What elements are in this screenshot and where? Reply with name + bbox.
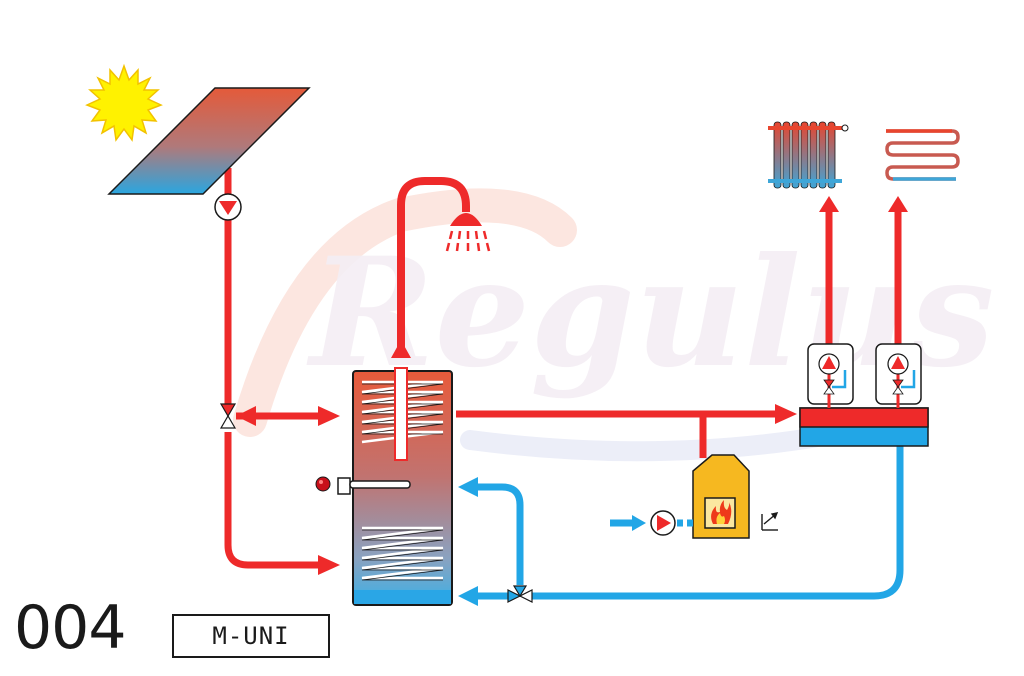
arrow-to-manifold: [775, 404, 797, 424]
shower-icon: [445, 213, 491, 252]
return-three-way-valve-icon: [507, 585, 533, 603]
wood-boiler-icon: [692, 454, 750, 539]
pump-group-icon: [807, 343, 854, 408]
solar-pump-icon: [214, 193, 242, 221]
boiler-pump-icon: [650, 510, 676, 536]
hot-water-pipe: [397, 177, 470, 355]
arrow-to-tank-upper: [318, 406, 340, 426]
arrow-return-lower: [458, 586, 478, 606]
radiator-circuit-pipe: [819, 196, 839, 345]
arrow-to-tank-lower: [318, 555, 340, 575]
radiator-icon: [768, 121, 849, 189]
three-way-valve-icon: [219, 403, 237, 429]
arrow-return-upper: [458, 477, 478, 497]
arrow-from-valve: [236, 406, 256, 426]
upper-coil: [361, 380, 444, 444]
return-pipe: [478, 446, 904, 600]
flue-damper-icon: [761, 512, 779, 531]
floor-circuit-pipe: [888, 196, 908, 345]
electric-heater-icon: [315, 476, 411, 495]
model-label: M-UNI: [172, 614, 330, 658]
watermark: Regulus: [233, 188, 995, 462]
heating-supply-pipe: [456, 410, 780, 458]
distribution-manifold: [799, 407, 929, 447]
sun-icon: [85, 63, 163, 142]
floor-heating-icon: [885, 129, 960, 181]
pump-group-icon: [875, 343, 922, 408]
boiler-inlet-pipe: [610, 515, 693, 531]
diagram-code: 004: [14, 593, 127, 663]
solar-collector: [107, 87, 311, 195]
arrow-hot-water-up: [391, 340, 411, 358]
